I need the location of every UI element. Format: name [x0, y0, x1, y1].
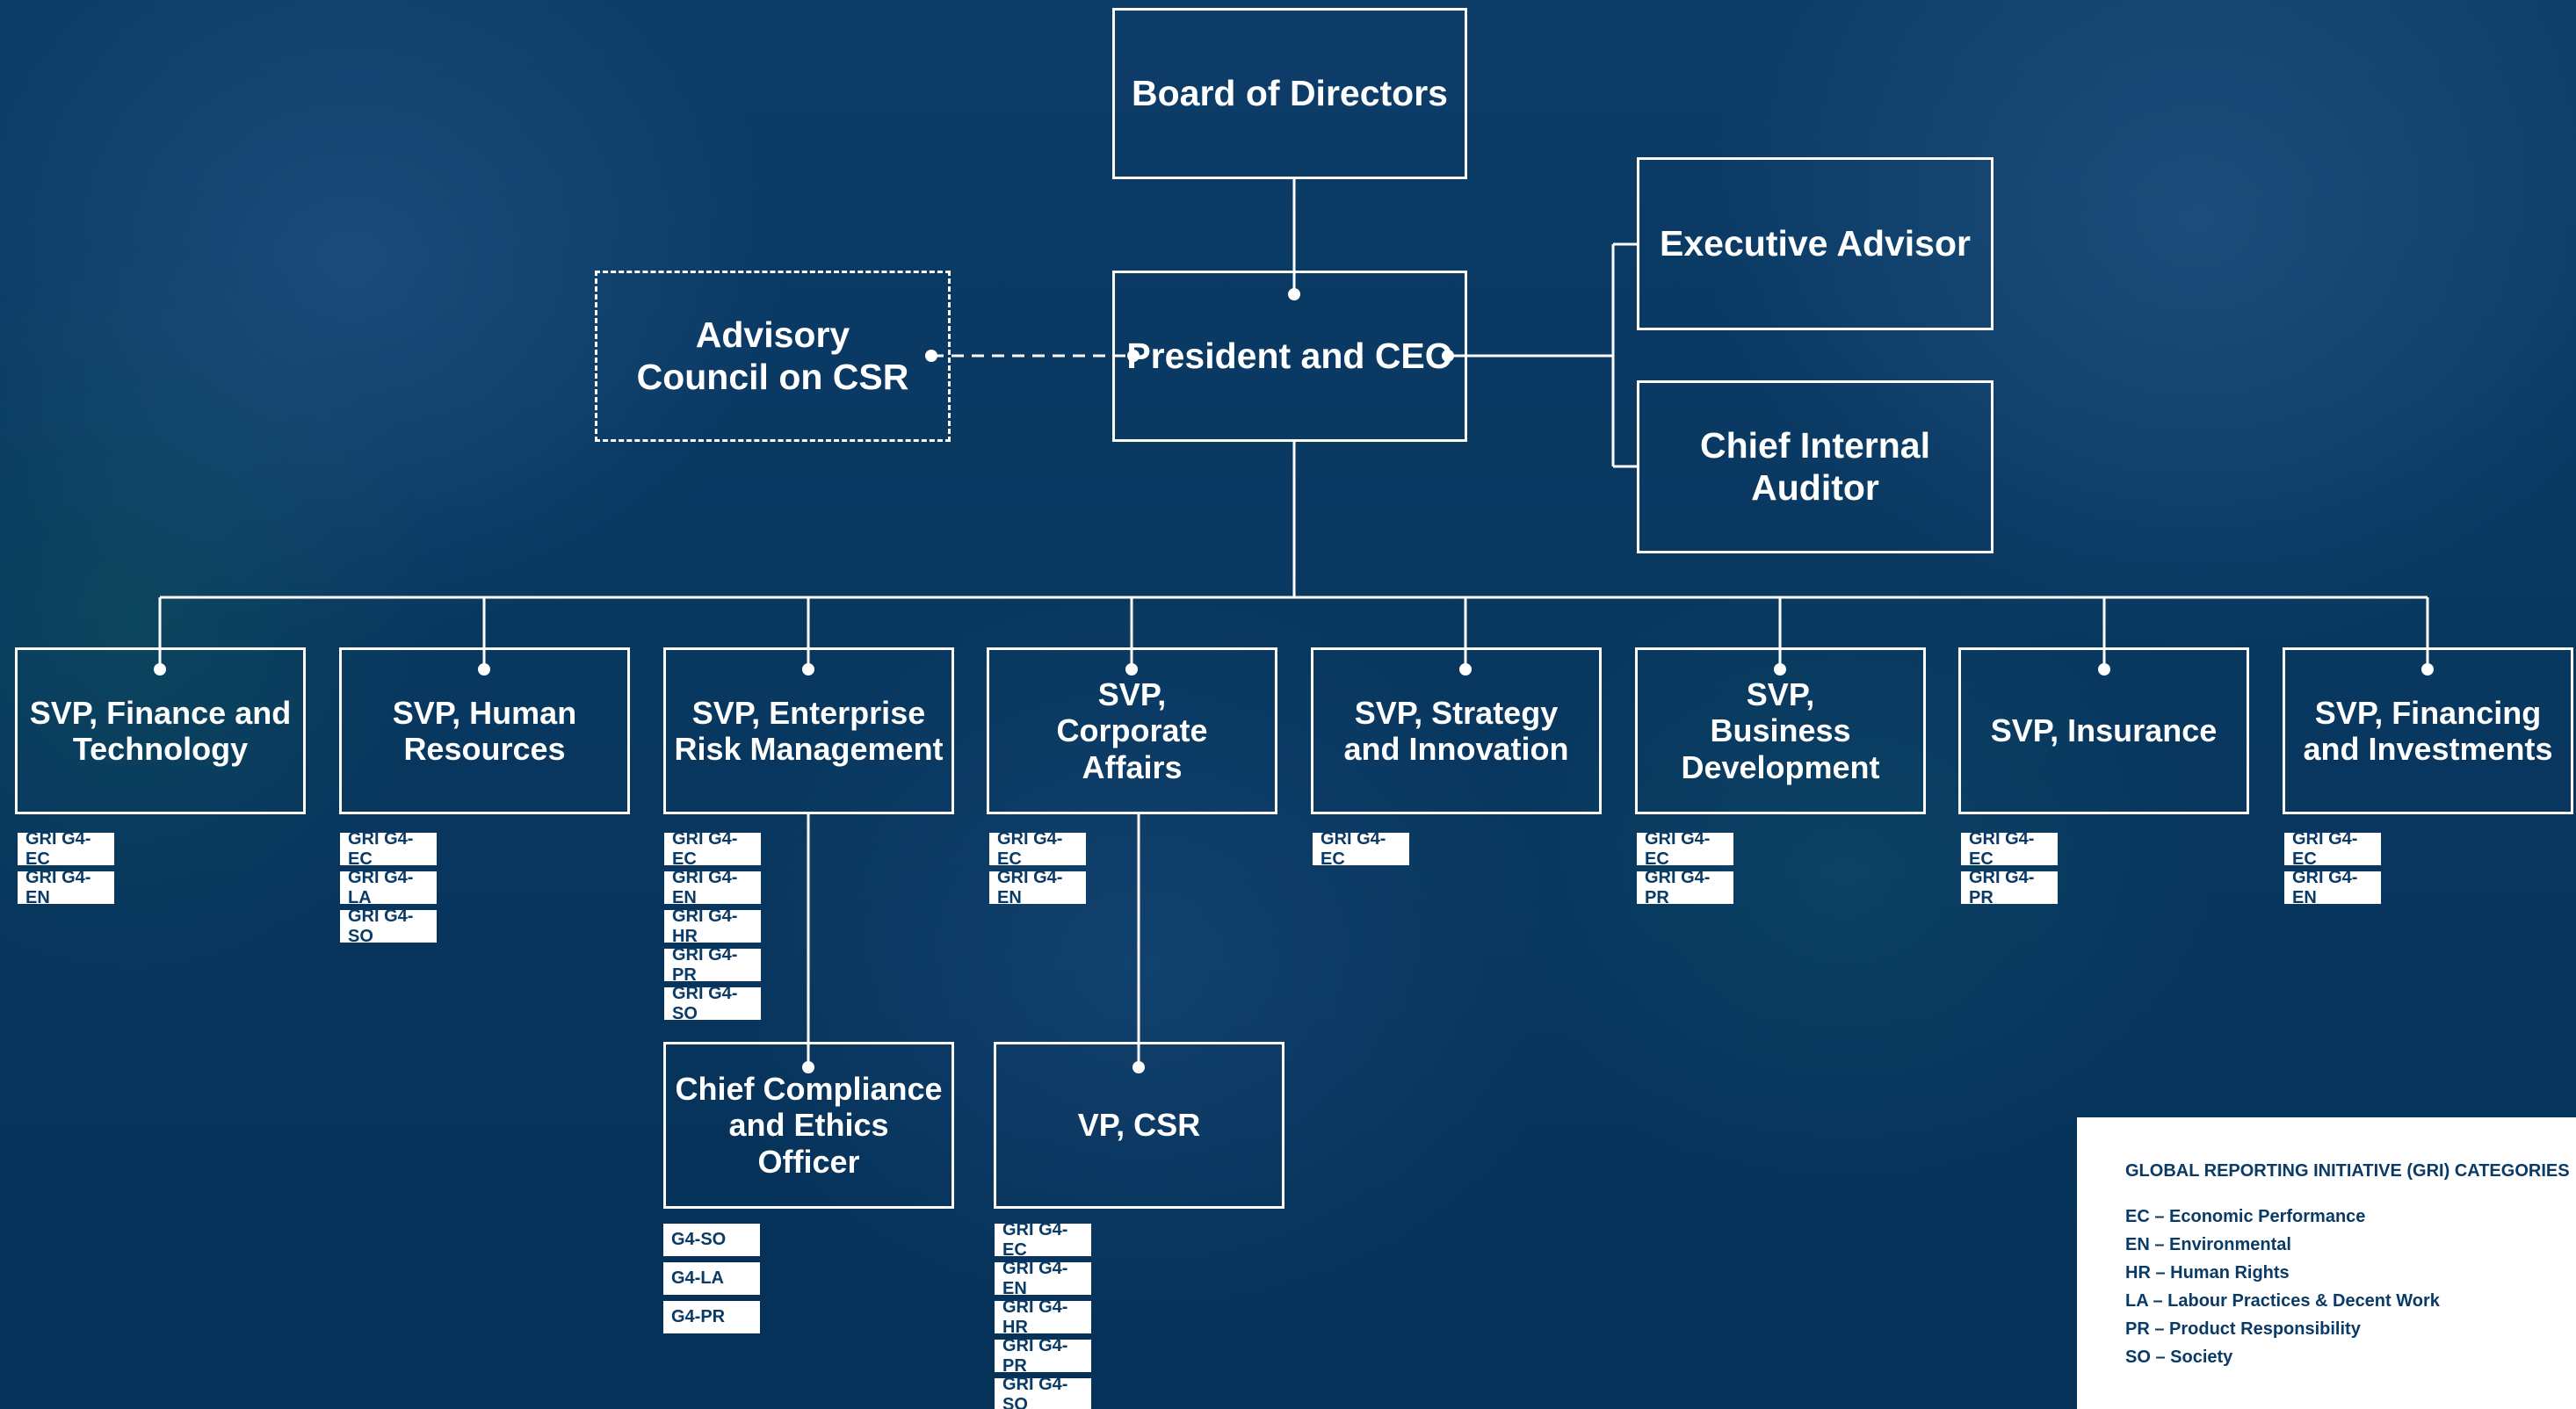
vp-csr-box: VP, CSR — [994, 1042, 1284, 1209]
legend-item: LA – Labour Practices & Decent Work — [2125, 1291, 2440, 1311]
svp-enterprise-risk-label: SVP, Enterprise Risk Management — [674, 694, 944, 767]
executive-advisor-box: Executive Advisor — [1637, 157, 1994, 330]
svp-human-resources-label: SVP, Human Resources — [392, 694, 577, 767]
gri-tag: GRI G4-EC — [995, 1220, 1091, 1260]
svp-finance-technology-label: SVP, Finance and Technology — [29, 694, 292, 767]
chief-internal-auditor-box: Chief Internal Auditor — [1637, 380, 1994, 553]
gri-tag: GRI G4-EC — [2284, 829, 2381, 869]
svp-business-development-box: SVP, Business Development — [1635, 647, 1926, 814]
board-of-directors-label: Board of Directors — [1132, 72, 1448, 113]
svp-enterprise-risk-box: SVP, Enterprise Risk Management — [663, 647, 954, 814]
chief-compliance-label: Chief Compliance and Ethics Officer — [675, 1070, 943, 1180]
svp-business-development-label: SVP, Business Development — [1681, 676, 1880, 785]
advisory-council-label: Advisory Council on CSR — [636, 314, 909, 397]
gri-tag: GRI G4-PR — [995, 1336, 1091, 1376]
president-ceo-label: President and CEO — [1126, 335, 1453, 376]
svp-corporate-affairs-box: SVP, Corporate Affairs — [987, 647, 1277, 814]
svp-insurance-label: SVP, Insurance — [1990, 712, 2218, 749]
svp-human-resources-box: SVP, Human Resources — [339, 647, 630, 814]
legend-item: PR – Product Responsibility — [2125, 1319, 2361, 1339]
legend-item: HR – Human Rights — [2125, 1263, 2290, 1283]
gri-tag: G4-LA — [663, 1262, 760, 1295]
chief-compliance-box: Chief Compliance and Ethics Officer — [663, 1042, 954, 1209]
gri-tag: GRI G4-PR — [664, 945, 761, 985]
gri-tag: GRI G4-EN — [664, 868, 761, 907]
chief-internal-auditor-label: Chief Internal Auditor — [1700, 425, 1930, 508]
svp-insurance-box: SVP, Insurance — [1958, 647, 2249, 814]
gri-tag: GRI G4-EC — [340, 829, 437, 869]
gri-tag: GRI G4-EC — [664, 829, 761, 869]
gri-tag: GRI G4-HR — [995, 1297, 1091, 1337]
svp-financing-investments-label: SVP, Financing and Investments — [2303, 694, 2553, 767]
advisory-council-box: Advisory Council on CSR — [595, 271, 951, 442]
svp-financing-investments-box: SVP, Financing and Investments — [2283, 647, 2573, 814]
gri-tag: GRI G4-EN — [995, 1259, 1091, 1298]
gri-tag: GRI G4-EC — [1961, 829, 2058, 869]
gri-tag: GRI G4-EN — [2284, 868, 2381, 907]
legend-item: EN – Environmental — [2125, 1235, 2291, 1254]
executive-advisor-label: Executive Advisor — [1660, 222, 1971, 264]
president-ceo-box: President and CEO — [1112, 271, 1467, 442]
svp-strategy-innovation-box: SVP, Strategy and Innovation — [1311, 647, 1602, 814]
gri-tag: GRI G4-EN — [18, 868, 114, 907]
gri-tag: GRI G4-SO — [340, 907, 437, 946]
vp-csr-label: VP, CSR — [1077, 1107, 1201, 1144]
gri-tag: GRI G4-SO — [664, 984, 761, 1023]
gri-tag: G4-PR — [663, 1301, 760, 1333]
svp-strategy-innovation-label: SVP, Strategy and Innovation — [1343, 694, 1569, 767]
legend-title: GLOBAL REPORTING INITIATIVE (GRI) CATEGO… — [2125, 1161, 2570, 1181]
gri-tag: GRI G4-EC — [989, 829, 1086, 869]
board-of-directors-box: Board of Directors — [1112, 8, 1467, 179]
gri-tag: GRI G4-HR — [664, 907, 761, 946]
gri-tag: GRI G4-EN — [989, 868, 1086, 907]
svp-finance-technology-box: SVP, Finance and Technology — [15, 647, 306, 814]
legend-item: SO – Society — [2125, 1348, 2233, 1367]
svp-corporate-affairs-label: SVP, Corporate Affairs — [1056, 676, 1208, 785]
gri-legend: GLOBAL REPORTING INITIATIVE (GRI) CATEGO… — [2077, 1117, 2576, 1409]
gri-tag: GRI G4-EC — [1637, 829, 1733, 869]
gri-tag: GRI G4-PR — [1961, 868, 2058, 907]
gri-tag: G4-SO — [663, 1224, 760, 1256]
gri-tag: GRI G4-LA — [340, 868, 437, 907]
gri-tag: GRI G4-SO — [995, 1375, 1091, 1409]
gri-tag: GRI G4-EC — [18, 829, 114, 869]
legend-item: EC – Economic Performance — [2125, 1207, 2366, 1226]
gri-tag: GRI G4-PR — [1637, 868, 1733, 907]
gri-tag: GRI G4-EC — [1313, 829, 1409, 869]
